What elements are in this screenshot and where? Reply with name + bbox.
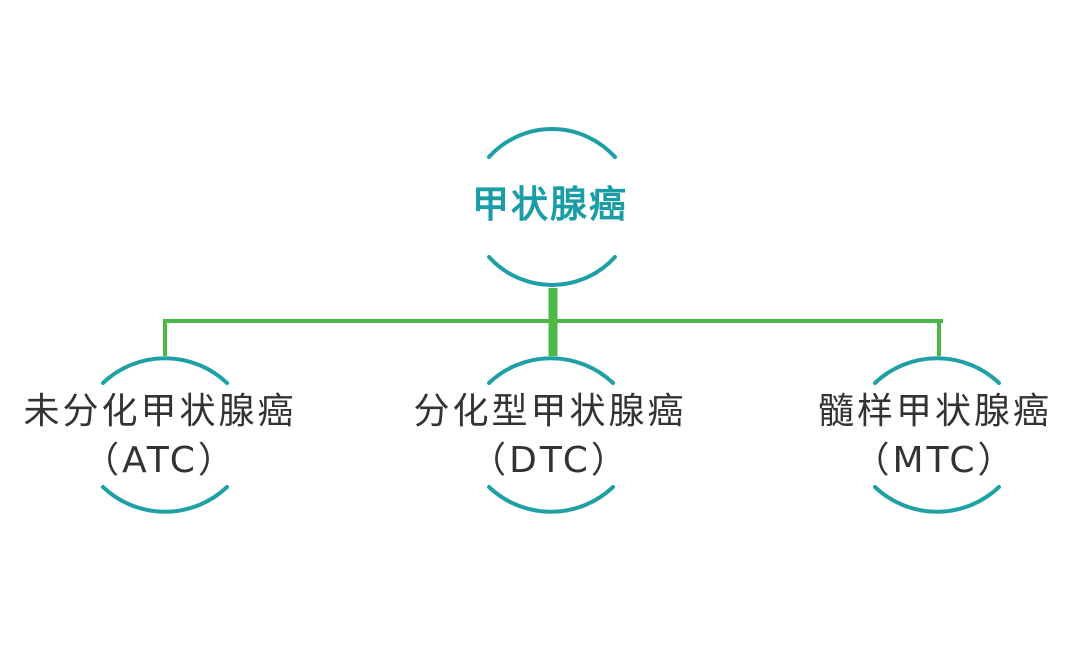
child-node-abbr: （ATC） bbox=[83, 439, 237, 481]
child-node-name: 分化型甲状腺癌 bbox=[413, 391, 687, 432]
child-node-name: 未分化甲状腺癌 bbox=[23, 391, 297, 432]
root-node-label: 甲状腺癌 bbox=[472, 183, 628, 226]
child-node-name: 髓样甲状腺癌 bbox=[817, 391, 1052, 432]
child-node-dtc: 分化型甲状腺癌 （DTC） bbox=[390, 388, 710, 485]
dtc-arc-top bbox=[487, 356, 615, 385]
child-node-abbr: （DTC） bbox=[470, 439, 630, 481]
mtc-arc-bottom bbox=[873, 485, 1001, 514]
root-arc-bottom bbox=[487, 255, 617, 287]
atc-arc-bottom bbox=[101, 485, 229, 514]
atc-arc-top bbox=[101, 356, 229, 385]
node-arcs bbox=[101, 127, 1001, 514]
connector-lines bbox=[163, 288, 943, 356]
root-arc-top bbox=[487, 127, 617, 159]
child-node-atc: 未分化甲状腺癌 （ATC） bbox=[0, 388, 320, 485]
dtc-arc-bottom bbox=[487, 485, 615, 514]
mtc-arc-top bbox=[873, 356, 1001, 385]
child-node-mtc: 髓样甲状腺癌 （MTC） bbox=[790, 388, 1080, 485]
child-node-abbr: （MTC） bbox=[853, 439, 1017, 481]
